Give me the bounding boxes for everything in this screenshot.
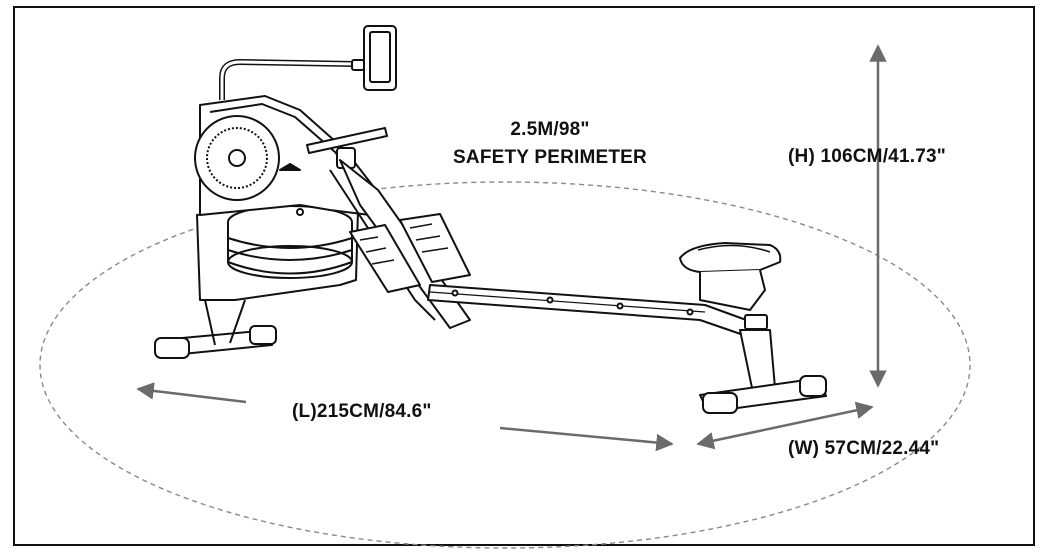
safety-perimeter-ellipse	[39, 181, 971, 549]
width-label: (W) 57CM/22.44"	[788, 438, 940, 459]
length-label: (L)215CM/84.6"	[292, 401, 432, 422]
front-stabilizer	[154, 299, 277, 359]
length-arrow-right	[499, 426, 674, 452]
seat	[679, 242, 782, 330]
rear-stabilizer	[699, 329, 827, 414]
safety-perimeter-label: 2.5M/98" SAFETY PERIMETER	[450, 116, 650, 172]
height-label: (H) 106CM/41.73"	[788, 146, 946, 167]
water-tank	[196, 204, 359, 301]
width-arrow	[696, 401, 874, 450]
diagram-frame	[13, 6, 1035, 546]
length-arrow-left	[136, 382, 247, 404]
perimeter-size-text: 2.5M/98"	[510, 119, 590, 140]
handle-bar	[306, 127, 388, 169]
rowing-machine-illustration	[154, 25, 827, 414]
foot-plates	[349, 213, 471, 293]
flywheel-housing	[194, 95, 381, 216]
perimeter-caption-text: SAFETY PERIMETER	[453, 147, 647, 168]
monitor-assembly	[219, 25, 397, 100]
